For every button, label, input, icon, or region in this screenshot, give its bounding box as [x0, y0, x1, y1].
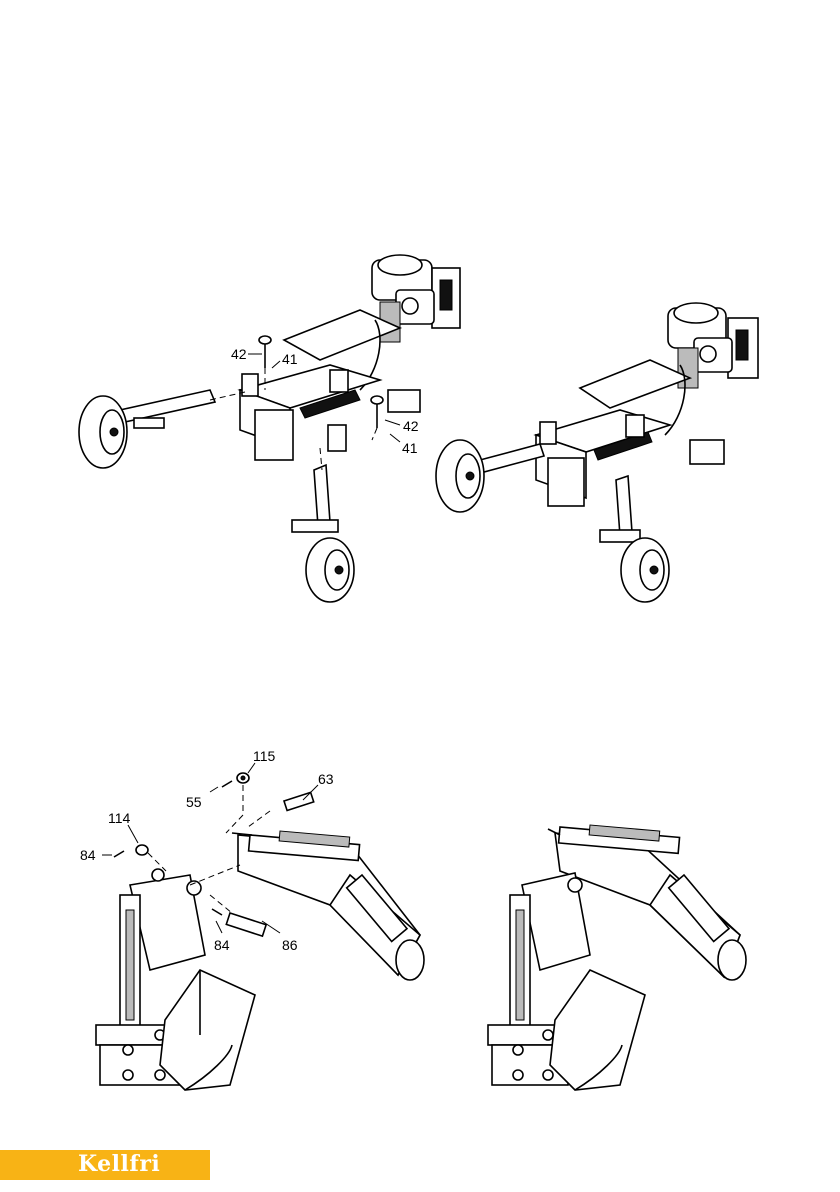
assembled-frame-right: [436, 303, 758, 602]
callout-84-lower: 84: [214, 937, 230, 953]
boom-bucket-assembly-drawing: 115 63 55 114 84 84 86: [0, 745, 840, 1125]
brand-logo-text: Kellfri: [78, 1151, 160, 1177]
frame-wheel-assembly-figure: 42 41 42 41: [0, 240, 840, 610]
frame-wheel-assembly-drawing: 42 41 42 41: [0, 240, 840, 610]
boom-bucket-assembly-figure: 115 63 55 114 84 84 86: [0, 745, 840, 1125]
callout-41-upper: 41: [282, 351, 298, 367]
exploded-frame-left: 42 41 42 41: [79, 255, 460, 602]
callout-86: 86: [282, 937, 298, 953]
callout-55: 55: [186, 794, 202, 810]
exploded-boom-left: 115 63 55 114 84 84 86: [80, 748, 424, 1090]
assembled-boom-right: [488, 825, 746, 1090]
callout-114: 114: [108, 810, 131, 826]
callout-63: 63: [318, 771, 334, 787]
callout-42-lower: 42: [403, 418, 419, 434]
callout-84-upper: 84: [80, 847, 96, 863]
callout-115: 115: [253, 748, 276, 764]
callout-42-upper: 42: [231, 346, 247, 362]
callout-41-lower: 41: [402, 440, 418, 456]
